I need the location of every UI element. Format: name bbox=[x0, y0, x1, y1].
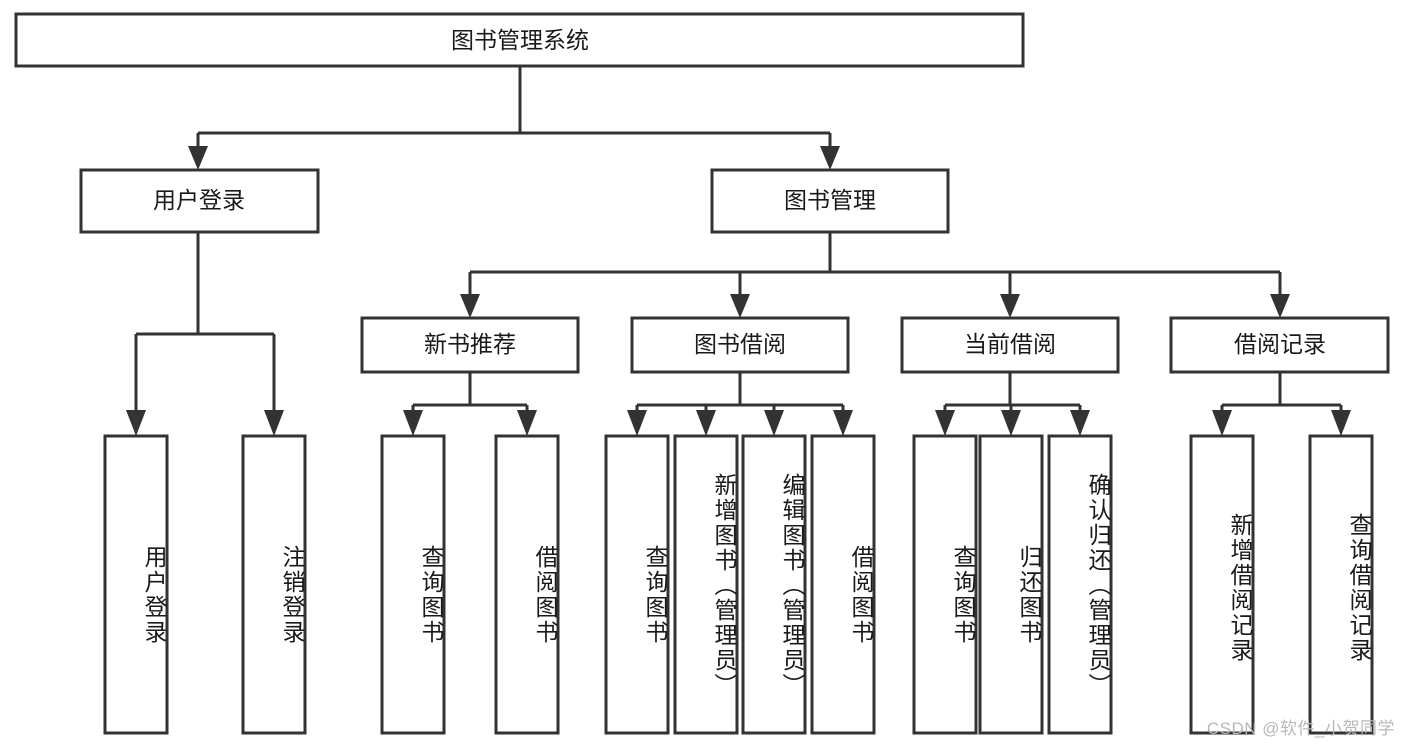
node-borrow-record-box bbox=[1169, 316, 1390, 374]
arrowhead-icon-user-login bbox=[188, 146, 208, 170]
node-new-book-recommend-box bbox=[360, 316, 580, 374]
node-current-borrow-label: 当前借阅 bbox=[964, 331, 1056, 357]
node-borrow-record[interactable]: 借阅记录 bbox=[1169, 316, 1390, 374]
arrowhead-icon-br-leaf-2 bbox=[1331, 410, 1351, 436]
node-book-management-box bbox=[710, 168, 950, 234]
node-book-management-label: 图书管理 bbox=[784, 187, 876, 213]
node-root[interactable]: 图书管理系统 bbox=[14, 12, 1025, 68]
arrowhead-group bbox=[126, 146, 1351, 436]
leaf-box-new-book-2[interactable] bbox=[494, 434, 560, 735]
arrowhead-icon-bb-leaf-2 bbox=[696, 410, 716, 436]
leaf-box-new-book-1[interactable] bbox=[380, 434, 446, 735]
arrowhead-icon-nb-leaf-1 bbox=[403, 410, 423, 436]
arrowhead-icon-cb-leaf-1 bbox=[935, 410, 955, 436]
node-book-management[interactable]: 图书管理 bbox=[710, 168, 950, 234]
arrowhead-icon-current-borrow bbox=[1000, 294, 1020, 318]
node-user-login-box bbox=[79, 168, 320, 234]
leaf-box-borrow-record-2[interactable] bbox=[1308, 434, 1374, 735]
leaf-box-book-borrow-2[interactable] bbox=[673, 434, 739, 735]
node-current-borrow-box bbox=[900, 316, 1120, 374]
node-borrow-record-label: 借阅记录 bbox=[1234, 331, 1326, 357]
node-user-login[interactable]: 用户登录 bbox=[79, 168, 320, 234]
arrowhead-icon-book-borrow bbox=[730, 294, 750, 318]
node-book-borrow-box bbox=[630, 316, 850, 374]
csdn-watermark: CSDN @软件_小贺同学 bbox=[1206, 719, 1395, 738]
leaf-box-borrow-record-1[interactable] bbox=[1189, 434, 1255, 735]
arrowhead-icon-cb-leaf-3 bbox=[1070, 410, 1090, 436]
arrowhead-icon-book-mgmt bbox=[820, 146, 840, 170]
leaf-box-user-login-1[interactable] bbox=[103, 434, 169, 735]
leaf-box-book-borrow-1[interactable] bbox=[604, 434, 670, 735]
arrowhead-icon-ul-leaf-2 bbox=[264, 410, 284, 436]
arrowhead-icon-cb-leaf-2 bbox=[1001, 410, 1021, 436]
node-root-box bbox=[14, 12, 1025, 68]
node-current-borrow[interactable]: 当前借阅 bbox=[900, 316, 1120, 374]
arrowhead-icon-br-leaf-1 bbox=[1212, 410, 1232, 436]
node-new-book-recommend-label: 新书推荐 bbox=[424, 331, 516, 357]
leaf-box-book-borrow-4[interactable] bbox=[810, 434, 876, 735]
arrowhead-icon-bb-leaf-4 bbox=[833, 410, 853, 436]
node-new-book-recommend[interactable]: 新书推荐 bbox=[360, 316, 580, 374]
arrowhead-icon-new-book bbox=[460, 294, 480, 318]
arrowhead-icon-nb-leaf-2 bbox=[517, 410, 537, 436]
arrowhead-icon-borrow-record bbox=[1270, 294, 1290, 318]
node-user-login-label: 用户登录 bbox=[153, 187, 245, 213]
leaf-box-current-borrow-2[interactable] bbox=[978, 434, 1044, 735]
node-book-borrow[interactable]: 图书借阅 bbox=[630, 316, 850, 374]
leaf-box-current-borrow-3[interactable] bbox=[1047, 434, 1113, 735]
leaf-box-user-login-2[interactable] bbox=[241, 434, 307, 735]
arrowhead-icon-ul-leaf-1 bbox=[126, 410, 146, 436]
arrowhead-icon-bb-leaf-1 bbox=[627, 410, 647, 436]
node-book-borrow-label: 图书借阅 bbox=[694, 331, 786, 357]
leaf-box-book-borrow-3[interactable] bbox=[741, 434, 807, 735]
leaf-box-current-borrow-1[interactable] bbox=[912, 434, 978, 735]
arrowhead-icon-bb-leaf-3 bbox=[764, 410, 784, 436]
node-root-label: 图书管理系统 bbox=[451, 27, 589, 53]
